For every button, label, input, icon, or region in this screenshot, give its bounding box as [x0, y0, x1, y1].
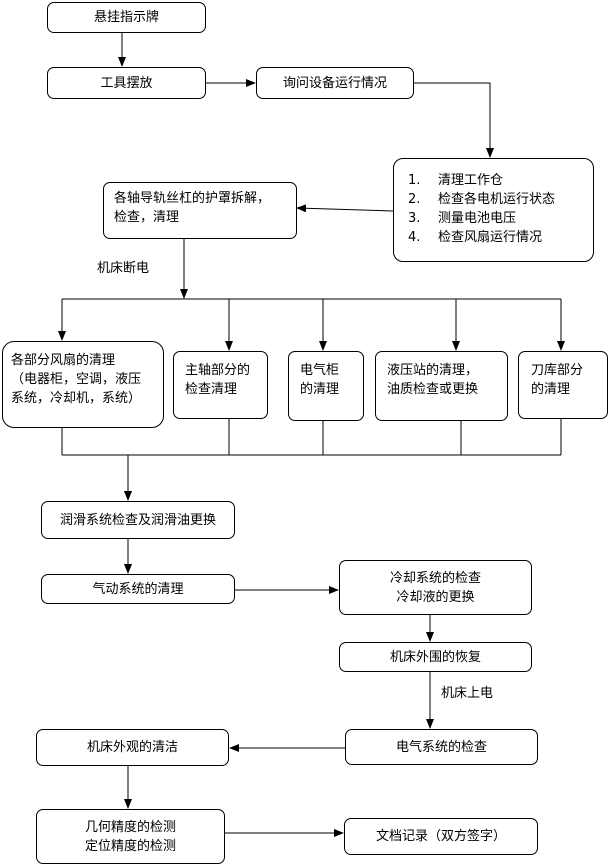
hang-sign-text: 悬挂指示牌 [93, 10, 159, 25]
magazine-box: 刀库部分 的清理 [518, 351, 608, 419]
checklist-item: 3.测量电池电压 [408, 211, 517, 226]
power-on-label: 机床上电 [441, 686, 494, 701]
ask-equipment-box: 询问设备运行情况 [256, 67, 414, 99]
coolant-box: 冷却系统的检查 冷却液的更换 [339, 560, 532, 615]
hydraulic-box: 液压站的清理， 油质检查或更换 [375, 351, 508, 421]
ask-equipment-text: 询问设备运行情况 [282, 75, 387, 91]
guard-cleaning-line2: 检查，清理 [114, 210, 180, 225]
checklist-item: 2.检查各电机运行状态 [408, 192, 556, 207]
guard-cleaning-line1: 各轴导轨丝杠的护罩拆解， [114, 191, 271, 206]
fan-cleaning-box: 各部分风扇的清理 （电器柜，空调，液压 系统，冷却机，系统） [2, 341, 164, 428]
checklist-item: 1.清理工作仓 [408, 173, 504, 188]
arrow-ask-to-checklist [414, 82, 494, 158]
tool-placement-box: 工具摆放 [47, 67, 206, 99]
hang-sign-box: 悬挂指示牌 [47, 2, 206, 33]
enclosure-box: 机床外围的恢复 [339, 642, 532, 672]
checklist-item: 4.检查风扇运行情况 [408, 230, 543, 245]
guard-cleaning-box: 各轴导轨丝杠的护罩拆解， 检查，清理 [103, 182, 297, 239]
checklist-list: 1.清理工作仓 2.检查各电机运行状态 3.测量电池电压 4.检查风扇运行情况 [408, 171, 593, 247]
power-off-label: 机床断电 [97, 261, 150, 276]
exterior-box: 机床外观的清洁 [36, 729, 229, 766]
checklist-box: 1.清理工作仓 2.检查各电机运行状态 3.测量电池电压 4.检查风扇运行情况 [393, 158, 594, 262]
spindle-box: 主轴部分的 检查清理 [173, 351, 268, 419]
precision-box: 几何精度的检测 定位精度的检测 [36, 809, 225, 864]
records-box: 文档记录（双方签字） [344, 818, 538, 855]
lubrication-box: 润滑系统检查及润滑油更换 [41, 501, 235, 539]
arrow-checklist-to-guard [296, 204, 394, 213]
cabinet-box: 电气柜 的清理 [288, 351, 364, 421]
electrical-box: 电气系统的检查 [345, 729, 538, 765]
tool-placement-text: 工具摆放 [100, 75, 153, 91]
pneumatic-box: 气动系统的清理 [41, 574, 235, 604]
